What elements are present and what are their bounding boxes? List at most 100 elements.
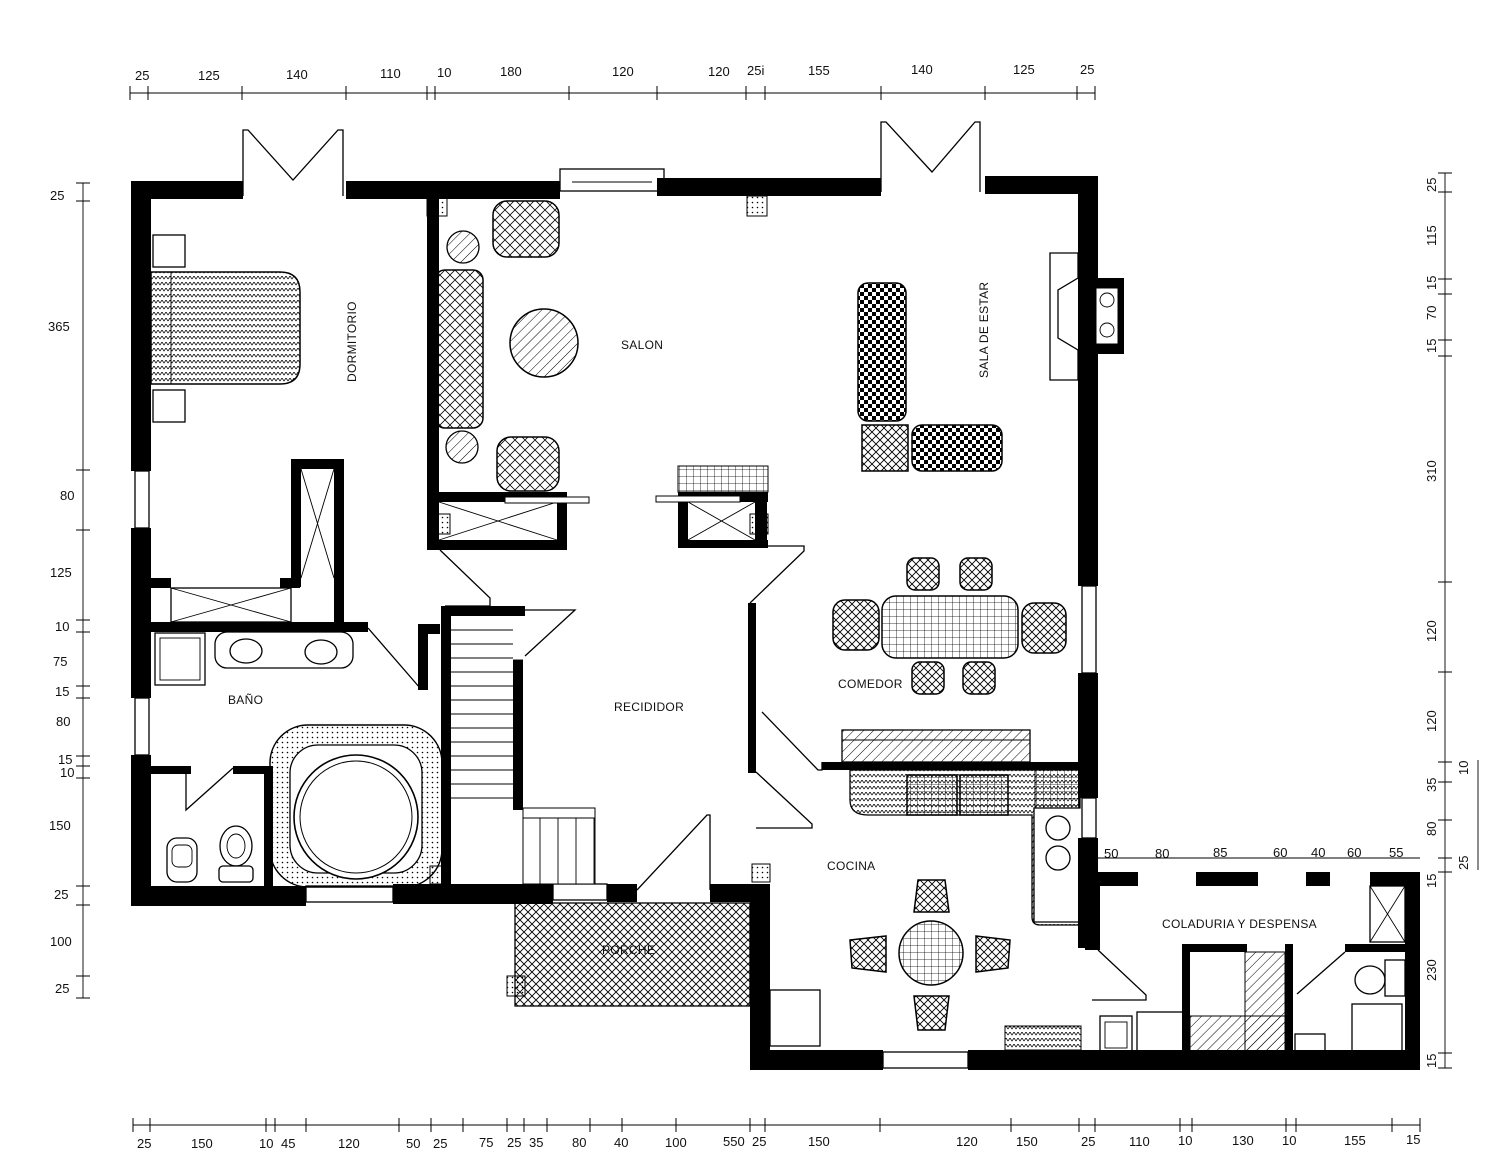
dim-annex-2: 85 — [1213, 845, 1227, 860]
label-cocina: COCINA — [827, 859, 875, 873]
room-labels: DORMITORIO SALON SALA DE ESTAR BAÑO RECI… — [228, 282, 1317, 957]
dim-top-10: 140 — [911, 62, 933, 77]
dim-right-1: 115 — [1424, 225, 1439, 246]
dim-left-2: 80 — [60, 488, 74, 503]
stairs — [451, 629, 596, 885]
dim-top-5: 180 — [500, 64, 522, 79]
dim-bottom-11: 40 — [614, 1135, 628, 1150]
dim-bottom-18: 25 — [1081, 1134, 1095, 1149]
dim-top-2: 140 — [286, 67, 308, 82]
dim-labels-left: 25 365 80 125 10 75 15 80 15 10 150 25 1… — [48, 188, 74, 996]
label-salon: SALON — [621, 338, 663, 352]
dim-top-11: 125 — [1013, 62, 1035, 77]
dim-annex-6: 55 — [1389, 845, 1403, 860]
dim-left-12: 100 — [50, 934, 72, 949]
dim-labels-top: 25 125 140 110 10 180 120 120 25i 155 14… — [135, 62, 1094, 83]
dim-annex-0: 50 — [1104, 846, 1118, 861]
dim-left-13: 25 — [55, 981, 69, 996]
dim-left-6: 15 — [55, 684, 69, 699]
label-comedor: COMEDOR — [838, 677, 903, 691]
dim-right-4: 15 — [1424, 339, 1439, 353]
dormitorio-furniture — [150, 234, 335, 623]
doors — [185, 121, 1346, 1001]
label-bano: BAÑO — [228, 693, 263, 707]
dim-bottom-1: 150 — [191, 1136, 213, 1151]
dim-right-2: 15 — [1424, 276, 1439, 290]
dim-bottom-7: 75 — [479, 1135, 493, 1150]
dim-right-0: 25 — [1424, 178, 1439, 192]
dim-bottom-13: 550 — [723, 1134, 745, 1149]
label-coladuria: COLADURIA Y DESPENSA — [1162, 917, 1317, 931]
dim-top-8: 25i — [747, 63, 764, 78]
dim-left-7: 80 — [56, 714, 70, 729]
dim-bottom-12: 100 — [665, 1135, 687, 1150]
coladuria-fixtures — [1099, 885, 1406, 1055]
dim-labels-bottom: 25 150 10 45 120 50 25 75 25 35 80 40 10… — [137, 1132, 1420, 1151]
dim-right-3: 70 — [1424, 306, 1439, 320]
dim-bottom-19: 110 — [1129, 1134, 1150, 1149]
sala-estar-furniture — [857, 282, 1003, 472]
dim-right-6: 120 — [1424, 620, 1439, 642]
dim-top-12: 25 — [1080, 62, 1094, 77]
dim-bottom-5: 50 — [406, 1136, 420, 1151]
dim-bottom-15: 150 — [808, 1134, 830, 1149]
dim-left-8: 15 — [58, 752, 72, 767]
dim-bottom-24: 15 — [1406, 1132, 1420, 1147]
dim-bottom-10: 80 — [572, 1135, 586, 1150]
dim-left-11: 25 — [54, 887, 68, 902]
dim-bottom-14: 25 — [752, 1134, 766, 1149]
dimension-bottom — [132, 1118, 1421, 1132]
dim-left-0: 25 — [50, 188, 64, 203]
dim-right-5: 310 — [1424, 460, 1439, 482]
dim-labels-right: 25 115 15 70 15 310 120 120 35 80 15 230… — [1424, 178, 1471, 1068]
dim-left-3: 125 — [50, 565, 72, 580]
dim-left-10: 150 — [49, 818, 71, 833]
dim-bottom-9: 35 — [529, 1135, 543, 1150]
dim-bottom-8: 25 — [507, 1135, 521, 1150]
dim-bottom-6: 25 — [433, 1136, 447, 1151]
dim-bottom-16: 120 — [956, 1134, 978, 1149]
dim-bottom-22: 10 — [1282, 1133, 1296, 1148]
dim-top-1: 125 — [198, 68, 220, 83]
dim-bottom-17: 150 — [1016, 1134, 1038, 1149]
label-dormitorio: DORMITORIO — [345, 301, 359, 382]
stair-landing — [522, 807, 596, 885]
dim-right-12: 15 — [1424, 1054, 1439, 1068]
dim-labels-annex: 50 80 85 60 40 60 55 — [1095, 845, 1420, 861]
cocina-fixtures — [751, 769, 1082, 1051]
dim-right-8: 35 — [1424, 778, 1439, 792]
walls — [131, 176, 1420, 1070]
dimension-left — [76, 182, 90, 999]
dim-bottom-23: 155 — [1344, 1133, 1366, 1148]
dim-bottom-21: 130 — [1232, 1133, 1254, 1148]
dim-left-4: 10 — [55, 619, 69, 634]
dim-right-outer-0: 10 — [1456, 761, 1471, 775]
porche — [506, 902, 751, 1007]
dim-annex-4: 40 — [1311, 845, 1325, 860]
dim-right-10: 15 — [1424, 874, 1439, 888]
dim-left-1: 365 — [48, 319, 70, 334]
label-sala-estar: SALA DE ESTAR — [977, 282, 991, 378]
dim-top-6: 120 — [612, 64, 634, 79]
dim-right-11: 230 — [1424, 959, 1439, 981]
dim-annex-1: 80 — [1155, 846, 1169, 861]
dim-right-9: 80 — [1424, 822, 1439, 836]
dim-left-9: 10 — [60, 765, 74, 780]
label-recibidor: RECIDIDOR — [614, 700, 684, 714]
dim-bottom-2: 10 — [259, 1136, 273, 1151]
dim-top-0: 25 — [135, 68, 149, 83]
windows — [134, 168, 1097, 1069]
dimension-top — [129, 86, 1096, 100]
dim-bottom-20: 10 — [1178, 1133, 1192, 1148]
bano-fixtures — [154, 631, 449, 888]
dim-top-4: 10 — [437, 65, 451, 80]
comedor-furniture — [832, 557, 1067, 763]
dim-annex-3: 60 — [1273, 845, 1287, 860]
dim-top-7: 120 — [708, 64, 730, 79]
dim-top-3: 110 — [380, 66, 401, 81]
salon-furniture — [426, 195, 769, 541]
label-porche: PORCHE — [602, 943, 655, 957]
dim-right-7: 120 — [1424, 710, 1439, 732]
dim-bottom-0: 25 — [137, 1136, 151, 1151]
